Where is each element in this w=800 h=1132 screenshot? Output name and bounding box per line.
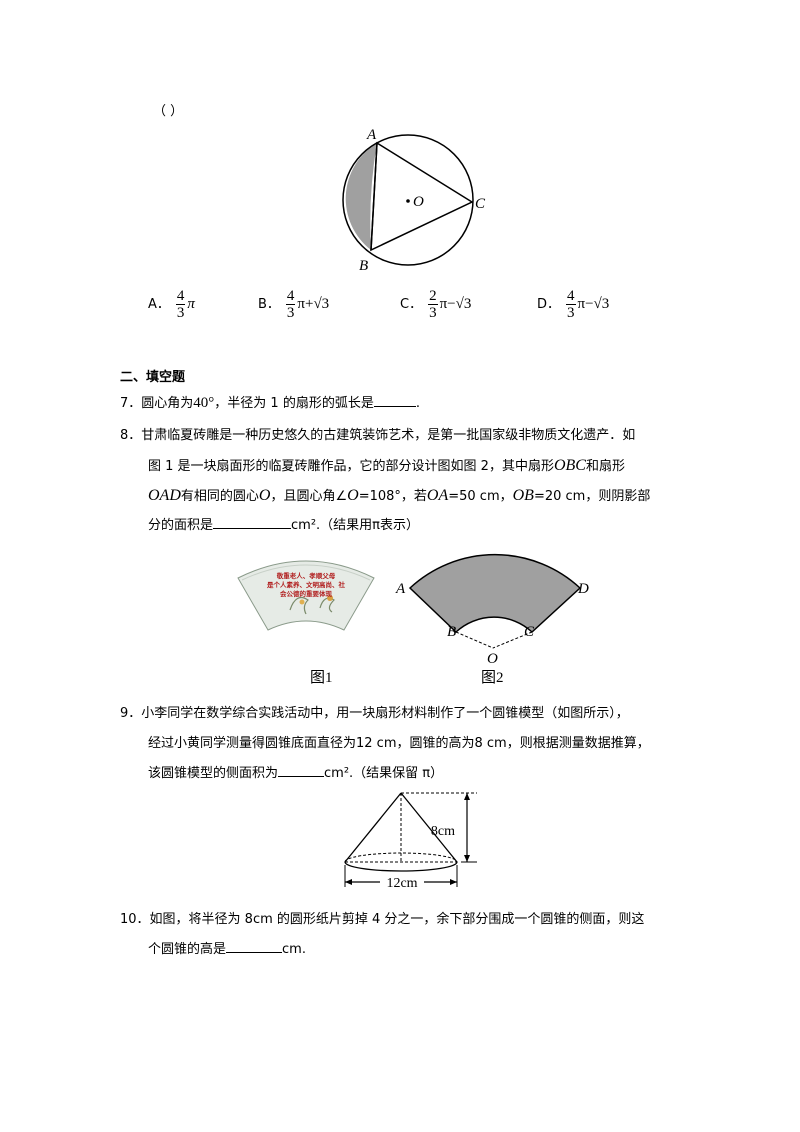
fan-brick-carving-image: 敬重老人、孝顺父母 是个人素养、文明高尚、社 会公德的重要体现 [237, 560, 375, 631]
label-O: O [487, 651, 498, 667]
shaded-segment [345, 143, 377, 250]
figure-1-caption: 图1 [310, 670, 333, 686]
dashed-radius-ob [455, 631, 494, 649]
fan-text-line-1: 敬重老人、孝顺父母 [276, 571, 336, 580]
fan-text-line-3: 会公德的重要体现 [280, 589, 333, 598]
label-B: B [447, 624, 456, 640]
annular-sector-figure: A D B C O [395, 553, 589, 667]
question-8-line-2: 图 1 是一块扇面形的临夏砖雕作品，它的部分设计图如图 2，其中扇形OBC和扇形 [148, 457, 625, 474]
question-8-line-3: OAD有相同的圆心O，且圆心角∠O=108°，若OA=50 cm，OB=20 c… [148, 487, 651, 504]
dashed-radius-oc [492, 631, 533, 649]
cone-slant-right [400, 792, 458, 863]
answer-parentheses: （ ） [153, 104, 184, 119]
label-C: C [524, 624, 535, 640]
base-front-arc [344, 861, 458, 872]
label-C: C [475, 196, 486, 212]
outer-circle [342, 134, 474, 266]
label-A: A [395, 581, 406, 597]
label-A: A [366, 127, 377, 143]
answer-blank-10[interactable] [226, 940, 283, 953]
fan-text-line-2: 是个人素养、文明高尚、社 [266, 580, 346, 589]
figure-2-caption: 图2 [481, 670, 504, 686]
answer-blank-7[interactable] [373, 394, 416, 407]
center-dot [406, 199, 410, 203]
question-9-line-2: 经过小黄同学测量得圆锥底面直径为12 cm，圆锥的高为8 cm，则根据测量数据推… [148, 736, 650, 751]
question-7: 7．圆心角为40°，半径为 1 的扇形的弧长是. [120, 394, 420, 411]
answer-blank-8[interactable] [213, 516, 292, 529]
shaded-annular-sector [408, 553, 582, 634]
cone-figure: 12cm 8cm [344, 792, 477, 891]
circle-triangle-figure: A B C O [342, 127, 486, 274]
question-8-line-1: 8．甘肃临夏砖雕是一种历史悠久的古建筑装饰艺术，是第一批国家级非物质文化遗产．如 [120, 428, 636, 443]
diameter-label: 12cm [386, 876, 417, 891]
height-label: 8cm [431, 824, 455, 839]
cone-slant-left [344, 792, 402, 863]
question-9-line-1: 9．小李同学在数学综合实践活动中，用一块扇形材料制作了一个圆锥模型（如图所示）， [120, 706, 629, 721]
base-back-arc [344, 852, 458, 863]
answer-blank-9[interactable] [278, 764, 325, 777]
label-D: D [577, 581, 589, 597]
section-title: 二、填空题 [120, 370, 186, 385]
label-O: O [413, 194, 424, 210]
label-B: B [359, 258, 368, 274]
question-10-line-1: 10．如图，将半径为 8cm 的圆形纸片剪掉 4 分之一，余下部分围成一个圆锥的… [120, 912, 645, 927]
